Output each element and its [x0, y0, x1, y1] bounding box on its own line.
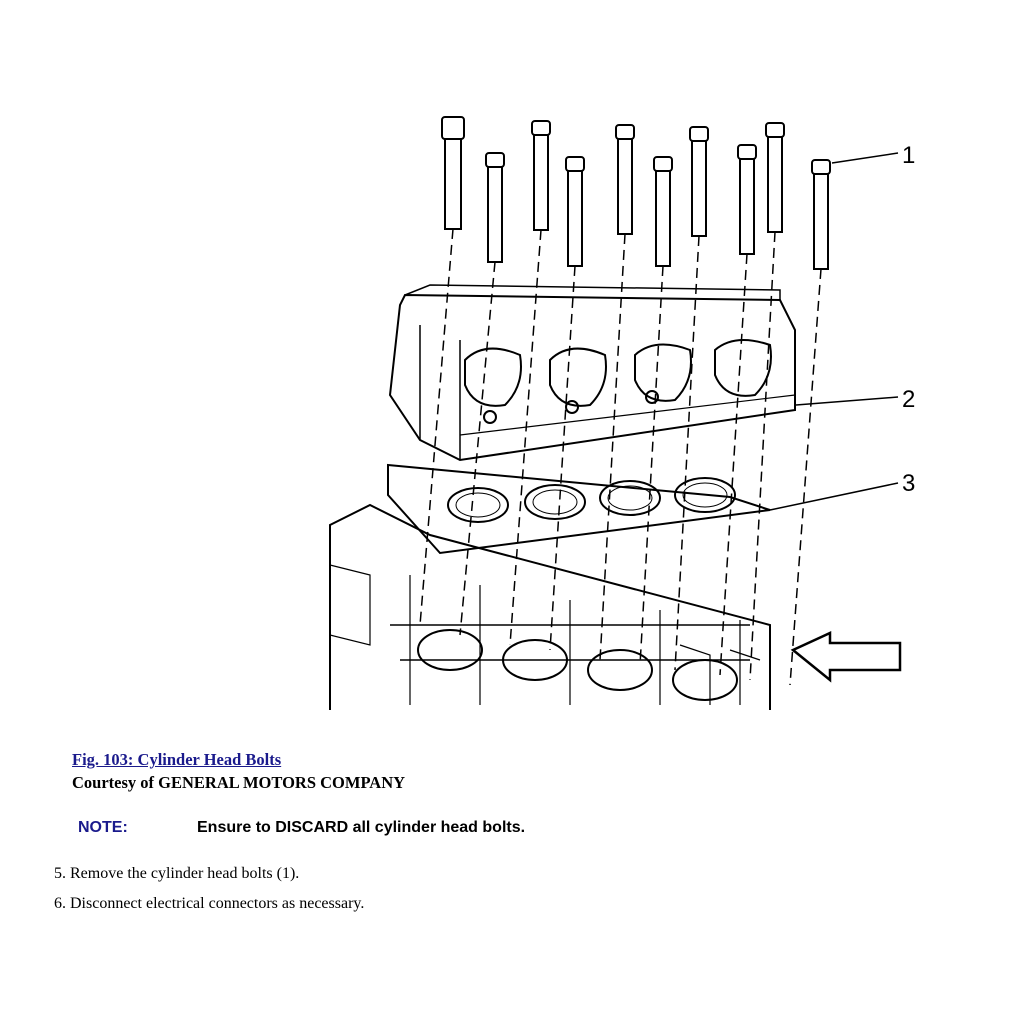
figure-courtesy: Courtesy of GENERAL MOTORS COMPANY	[72, 773, 406, 792]
note-label: NOTE:	[78, 819, 128, 836]
engine-block	[329, 503, 771, 710]
callout-1: 1	[902, 142, 915, 169]
front-arrow-icon	[790, 631, 902, 683]
callout-3: 3	[902, 470, 915, 497]
figure-caption-link[interactable]: Fig. 103: Cylinder Head Bolts	[72, 750, 282, 769]
cylinder-head-illustration: 1 2 3	[310, 105, 930, 720]
step-item: 6. Disconnect electrical connectors as n…	[54, 895, 365, 912]
cylinder-head	[388, 284, 796, 462]
procedure-steps: 5. Remove the cylinder head bolts (1). 6…	[54, 864, 364, 924]
head-bolts	[441, 116, 831, 270]
callout-2: 2	[902, 386, 915, 413]
head-gasket	[387, 463, 771, 555]
note-text: Ensure to DISCARD all cylinder head bolt…	[197, 819, 526, 836]
step-item: 5. Remove the cylinder head bolts (1).	[54, 865, 300, 882]
